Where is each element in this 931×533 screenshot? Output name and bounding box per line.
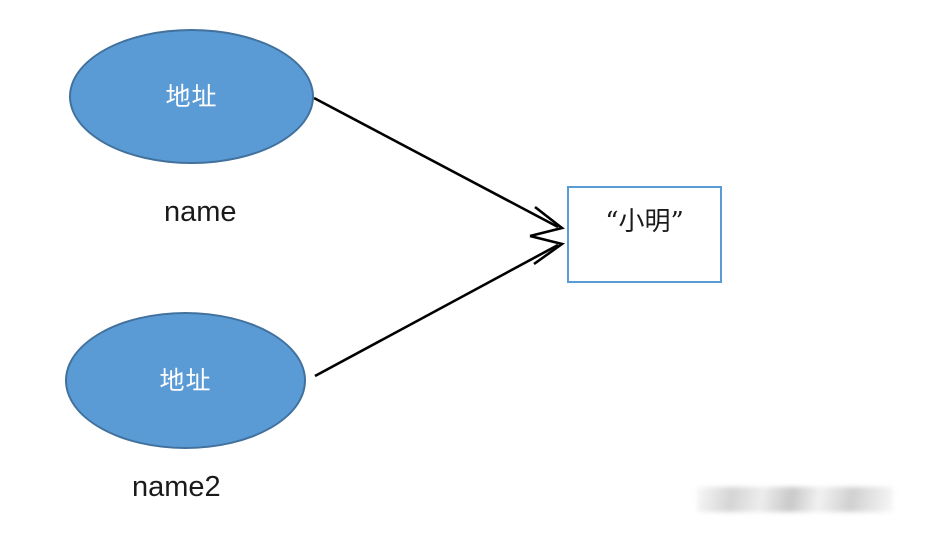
node-address-label-2: 地址 [159, 366, 212, 395]
arrow-name-to-value-line [313, 96, 559, 229]
caption-name: name [164, 196, 237, 228]
arrow-name2-to-value-head [529, 234, 566, 266]
caption-name2: name2 [132, 471, 221, 503]
value-box-label: “小明” [605, 206, 684, 237]
watermark-blurred [697, 487, 893, 512]
node-address-ellipse-1[interactable]: 地址 [69, 29, 314, 164]
node-address-ellipse-2[interactable]: 地址 [65, 312, 306, 449]
value-box[interactable]: “小明” [567, 186, 722, 283]
arrow-name2-to-value-line [314, 243, 559, 378]
node-address-label-1: 地址 [165, 82, 218, 111]
arrow-name-to-value-head [529, 205, 565, 238]
